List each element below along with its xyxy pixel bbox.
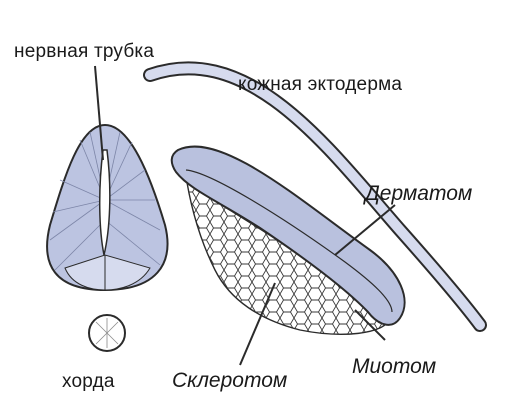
neural-tube-pointer	[94, 65, 104, 161]
myotome-pointer	[354, 309, 386, 341]
notochord	[88, 314, 126, 352]
dermatome-pointer	[334, 204, 396, 256]
dermatome-inner-fold	[185, 169, 393, 313]
sclerotome-label: Склеротом	[172, 369, 288, 392]
neural-tube	[46, 123, 169, 292]
skin-ectoderm-band	[143, 61, 487, 332]
dermatome-label: Дерматом	[365, 182, 473, 205]
myotome-label: Миотом	[352, 355, 437, 378]
dermatome-layer	[170, 145, 406, 326]
sclerotome-pointer	[239, 282, 276, 366]
neural-tube-label: нервная трубка	[14, 41, 155, 62]
skin-ectoderm-label: кожная эктодерма	[238, 74, 403, 95]
neural-tube-striations	[49, 131, 161, 271]
notochord-label: хорда	[62, 371, 115, 392]
